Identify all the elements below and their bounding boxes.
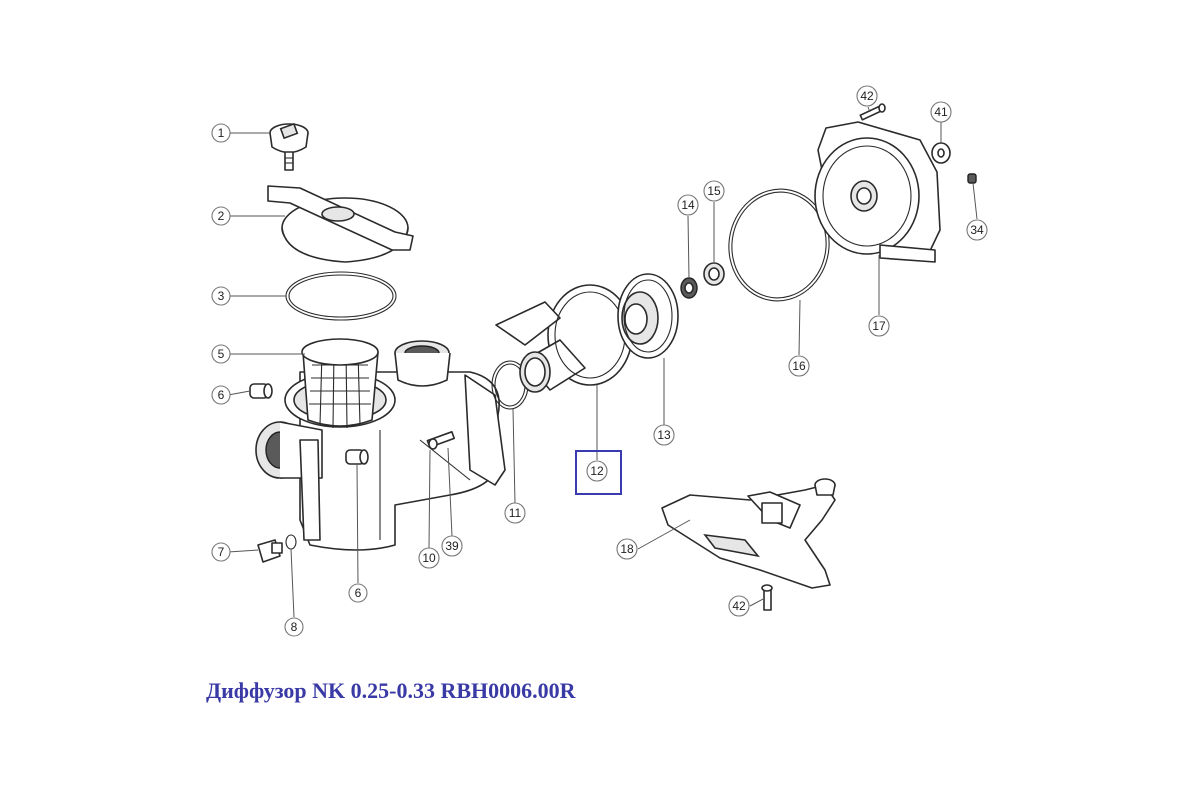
callout-1: 1	[211, 123, 231, 143]
part-seal-14	[680, 277, 698, 299]
callout-34: 34	[966, 219, 988, 241]
callout-5: 5	[211, 344, 231, 364]
part-bolt-39	[426, 430, 456, 450]
svg-text:15: 15	[707, 184, 721, 198]
svg-text:5: 5	[218, 347, 225, 361]
svg-text:1: 1	[218, 126, 225, 140]
svg-text:12: 12	[590, 464, 604, 478]
callout-13: 13	[653, 424, 675, 446]
callout-2: 2	[211, 206, 231, 226]
callout-3: 3	[211, 286, 231, 306]
callout-39: 39	[441, 535, 463, 557]
svg-text:18: 18	[620, 542, 634, 556]
callout-42-bottom: 42	[728, 595, 750, 617]
leader-lines	[227, 106, 978, 618]
part-caption: Диффузор NK 0.25-0.33 RBH0006.00R	[206, 678, 576, 703]
callout-6-lower: 6	[348, 583, 368, 603]
callout-14: 14	[677, 194, 699, 216]
part-impeller	[617, 273, 679, 359]
part-seal-plate	[814, 121, 941, 263]
svg-text:41: 41	[934, 105, 948, 119]
part-nut-34	[967, 173, 977, 184]
svg-text:8: 8	[291, 620, 298, 634]
callout-15: 15	[703, 180, 725, 202]
part-seal-15	[703, 262, 725, 286]
part-oring-large	[728, 188, 830, 302]
part-plug-upper	[249, 383, 273, 399]
part-washer-41	[931, 142, 951, 164]
svg-text:2: 2	[218, 209, 225, 223]
part-lid	[267, 185, 414, 263]
svg-text:7: 7	[218, 545, 225, 559]
callout-12: 12	[586, 460, 608, 482]
svg-text:14: 14	[681, 198, 695, 212]
callout-41: 41	[930, 101, 952, 123]
callout-10: 10	[418, 547, 440, 569]
svg-text:34: 34	[970, 223, 984, 237]
svg-text:11: 11	[509, 506, 522, 520]
svg-text:13: 13	[657, 428, 671, 442]
callout-8: 8	[284, 617, 304, 637]
part-plug-lower	[345, 449, 369, 465]
callout-6-upper: 6	[211, 385, 231, 405]
svg-text:10: 10	[422, 551, 436, 565]
svg-text:6: 6	[218, 388, 225, 402]
svg-text:3: 3	[218, 289, 225, 303]
part-bolt-42-top	[859, 103, 886, 121]
svg-text:17: 17	[872, 319, 886, 333]
callout-17: 17	[868, 315, 890, 337]
part-diffuser	[495, 284, 633, 393]
part-knob	[269, 122, 309, 171]
callout-11: 11	[504, 502, 526, 524]
part-bolt-42-bottom	[761, 584, 773, 611]
part-oring-lid	[285, 271, 397, 321]
svg-text:16: 16	[792, 359, 806, 373]
svg-text:6: 6	[355, 586, 362, 600]
svg-text:39: 39	[445, 539, 459, 553]
callout-16: 16	[788, 355, 810, 377]
svg-text:42: 42	[860, 89, 874, 103]
highlight-frame-part-12	[575, 450, 622, 495]
part-pump-housing	[255, 338, 506, 551]
part-base	[661, 478, 836, 589]
callout-7: 7	[211, 542, 231, 562]
part-drain-oring	[285, 534, 297, 550]
part-drain-plug	[257, 539, 283, 563]
callout-42-top: 42	[856, 85, 878, 107]
svg-text:42: 42	[732, 599, 746, 613]
callout-18: 18	[616, 538, 638, 560]
